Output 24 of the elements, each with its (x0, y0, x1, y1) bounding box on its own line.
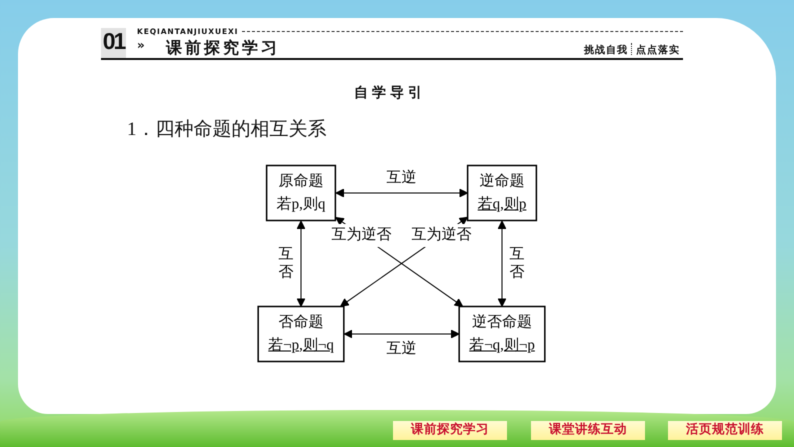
edge-label: 互为逆否 (412, 227, 472, 244)
edge-label: 互否 (278, 246, 294, 280)
edge-label: 互为逆否 (331, 227, 392, 244)
nav-button: 课堂讲练互动 (531, 421, 645, 440)
nav-button: 活页规范训练 (668, 421, 782, 440)
arrow (498, 220, 506, 307)
section-number: 01 (101, 28, 126, 58)
arrow (344, 330, 460, 338)
node-box: 逆否命题 若¬q,则¬p (458, 306, 546, 362)
nav-button: 课前探究学习 (393, 421, 507, 440)
node-box: 逆命题 若q,则p (466, 164, 538, 222)
arrow (296, 220, 306, 307)
double-chevron: » (137, 38, 145, 52)
node-box: 原命题 若p,则q (266, 164, 336, 222)
edge-label: 互否 (510, 246, 524, 280)
heading: 1．四种命题的相互关系 (127, 118, 326, 142)
arrow (335, 188, 468, 198)
slogan-text: 点点落实 (636, 43, 680, 57)
section-title: 课前探究学习 (166, 38, 280, 59)
edge-label: 互逆 (386, 170, 416, 186)
slogan-text: 挑战自我 (584, 44, 628, 57)
subheading: 自学导引 (354, 84, 426, 102)
edge-label: 互逆 (386, 340, 416, 357)
node-box: 否命题 若¬p,则¬q (257, 306, 345, 362)
